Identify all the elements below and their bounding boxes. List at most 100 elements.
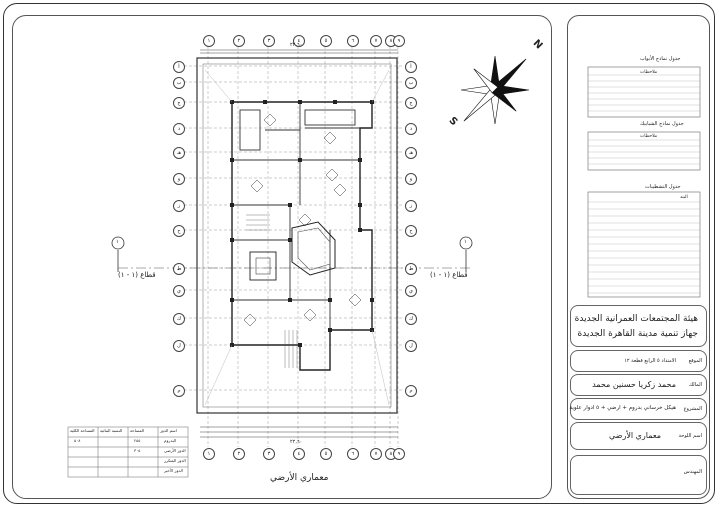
sheet-name-label: اسم اللوحة <box>678 433 702 439</box>
grid-axis-right-bubble: ك <box>405 313 417 325</box>
grid-axis-left-bubble: ج <box>173 97 185 109</box>
windows-schedule-header: ملاحظات <box>640 134 658 139</box>
title-block-panel <box>567 15 710 499</box>
room-level-marker <box>298 213 312 227</box>
location-label: الموقع <box>688 358 702 364</box>
section-label-right: قطاع (١ - ١) <box>430 271 468 279</box>
grid-axis-right-bubble: أ <box>405 61 417 73</box>
area-table-cell: البدروم <box>164 438 176 443</box>
structural-column <box>263 100 267 104</box>
structural-column <box>328 298 332 302</box>
grid-axis-bottom-bubble: ٧ <box>370 448 382 460</box>
grid-axis-bottom-bubble: ٩ <box>393 448 405 460</box>
section-marker-right: ١ <box>464 239 467 245</box>
sheet-name-value: معماري الأرضي <box>609 431 661 440</box>
engineer-row: المهندس <box>570 455 707 495</box>
area-table-cell: الدور الأرضي <box>164 448 186 453</box>
grid-axis-left-bubble: ك <box>173 313 185 325</box>
room-level-marker <box>333 183 347 197</box>
grid-axis-top-bubble: ٦ <box>347 35 359 47</box>
area-table-cell: ٢٥٥ <box>134 438 141 443</box>
structural-column <box>288 203 292 207</box>
grid-axis-right-bubble: م <box>405 385 417 397</box>
authority-line2: جهاز تنمية مدينة القاهرة الجديدة <box>577 329 699 339</box>
top-total-dimension: ٢٢,٦٠ <box>290 42 303 48</box>
structural-column <box>288 298 292 302</box>
room-level-marker <box>250 179 264 193</box>
location-value: الامتداد ٥ الرابع قطعة ١٢ <box>624 358 676 364</box>
grid-axis-left-bubble: ي <box>173 285 185 297</box>
bottom-total-dimension: ٢٢,٦٠ <box>290 439 303 445</box>
grid-axis-bottom-bubble: ٦ <box>347 448 359 460</box>
room-level-marker <box>263 113 277 127</box>
grid-axis-bottom-bubble: ٥ <box>320 448 332 460</box>
structural-column <box>298 343 302 347</box>
grid-axis-right-bubble: ز <box>405 200 417 212</box>
grid-axis-bottom-bubble: ١ <box>203 448 215 460</box>
area-table-header: اسم الدور <box>160 428 177 433</box>
engineer-label: المهندس <box>683 469 702 475</box>
structural-column <box>230 203 234 207</box>
grid-axis-top-bubble: ١ <box>203 35 215 47</box>
doors-schedule-header: ملاحظات <box>640 70 658 75</box>
owner-value: محمد زكريا حسنين محمد <box>592 380 676 389</box>
project-label: المشروع <box>683 406 702 412</box>
area-table-header: النسبة البنائية <box>100 428 123 433</box>
location-row: الموقع الامتداد ٥ الرابع قطعة ١٢ <box>570 350 707 372</box>
owner-row: المالك محمد زكريا حسنين محمد <box>570 374 707 396</box>
grid-axis-top-bubble: ٣ <box>263 35 275 47</box>
structural-column <box>333 100 337 104</box>
room-level-marker <box>303 308 317 322</box>
authority-box: هيئة المجتمعات العمرانية الجديدة جهاز تن… <box>570 305 707 347</box>
structural-column <box>230 238 234 242</box>
grid-axis-left-bubble: ح <box>173 225 185 237</box>
grid-axis-top-bubble: ٤ <box>293 35 305 47</box>
room-level-marker <box>325 168 339 182</box>
room-level-marker <box>348 293 362 307</box>
grid-axis-left-bubble: أ <box>173 61 185 73</box>
grid-axis-left-bubble: ط <box>173 263 185 275</box>
drawing-area <box>12 15 552 499</box>
room-level-marker <box>243 313 257 327</box>
structural-column <box>358 158 362 162</box>
grid-axis-right-bubble: ب <box>405 77 417 89</box>
section-label-left: قطاع (١ - ١) <box>118 271 156 279</box>
structural-column <box>328 328 332 332</box>
structural-column <box>230 298 234 302</box>
project-row: المشروع هيكل خرساني بدروم + ارضي + ٥ ادو… <box>569 398 707 420</box>
grid-axis-right-bubble: هـ <box>405 147 417 159</box>
area-table-cell: الدور المتكرر <box>164 458 186 463</box>
grid-axis-right-bubble: ل <box>405 340 417 352</box>
grid-axis-top-bubble: ٩ <box>393 35 405 47</box>
area-table-cell: الدور الأخير <box>164 468 183 473</box>
plan-title: معماري الأرضي <box>270 473 329 483</box>
grid-axis-left-bubble: ل <box>173 340 185 352</box>
grid-axis-right-bubble: ج <box>405 97 417 109</box>
grid-axis-left-bubble: ب <box>173 77 185 89</box>
grid-axis-top-bubble: ٥ <box>320 35 332 47</box>
doors-schedule-title: جدول نماذج الأبواب <box>640 56 681 62</box>
grid-axis-right-bubble: ح <box>405 225 417 237</box>
structural-column <box>298 158 302 162</box>
grid-axis-right-bubble: د <box>405 123 417 135</box>
drawing-sheet-border <box>3 3 715 504</box>
grid-axis-left-bubble: هـ <box>173 147 185 159</box>
project-value: هيكل خرساني بدروم + ارضي + ٥ ادوار علوية <box>569 405 676 411</box>
grid-axis-left-bubble: ز <box>173 200 185 212</box>
grid-axis-bottom-bubble: ٤ <box>293 448 305 460</box>
structural-column <box>298 100 302 104</box>
grid-axis-bottom-bubble: ٣ <box>263 448 275 460</box>
room-level-marker <box>323 131 337 145</box>
grid-axis-bottom-bubble: ٢ <box>233 448 245 460</box>
finishes-schedule-title: جدول التشطيبات <box>645 184 681 190</box>
structural-column <box>370 298 374 302</box>
grid-axis-top-bubble: ٢ <box>233 35 245 47</box>
windows-schedule-title: جدول نماذج الشبابيك <box>640 121 684 127</box>
grid-axis-right-bubble: ي <box>405 285 417 297</box>
finishes-schedule-header: البند <box>680 195 688 200</box>
grid-axis-left-bubble: م <box>173 385 185 397</box>
grid-axis-right-bubble: ط <box>405 263 417 275</box>
grid-axis-left-bubble: د <box>173 123 185 135</box>
structural-column <box>358 203 362 207</box>
